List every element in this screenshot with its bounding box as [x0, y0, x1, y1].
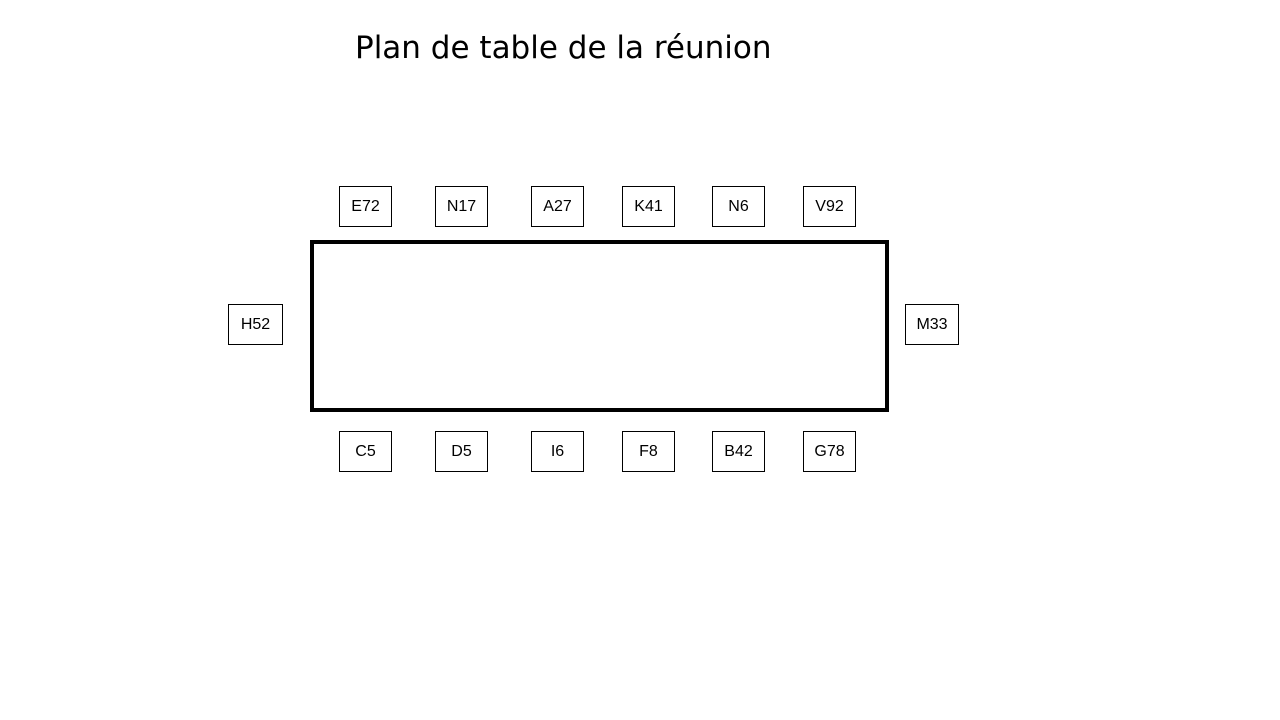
- meeting-table: [310, 240, 889, 412]
- seat-top-1: E72: [339, 186, 392, 227]
- seat-top-6: V92: [803, 186, 856, 227]
- seat-top-3: A27: [531, 186, 584, 227]
- seat-bottom-5: B42: [712, 431, 765, 472]
- seat-top-5: N6: [712, 186, 765, 227]
- seat-bottom-6: G78: [803, 431, 856, 472]
- seat-top-2: N17: [435, 186, 488, 227]
- seat-right: M33: [905, 304, 959, 345]
- seat-top-4: K41: [622, 186, 675, 227]
- seat-bottom-3: I6: [531, 431, 584, 472]
- seat-bottom-1: C5: [339, 431, 392, 472]
- seat-bottom-2: D5: [435, 431, 488, 472]
- diagram-title: Plan de table de la réunion: [355, 30, 772, 66]
- seat-left: H52: [228, 304, 283, 345]
- seat-bottom-4: F8: [622, 431, 675, 472]
